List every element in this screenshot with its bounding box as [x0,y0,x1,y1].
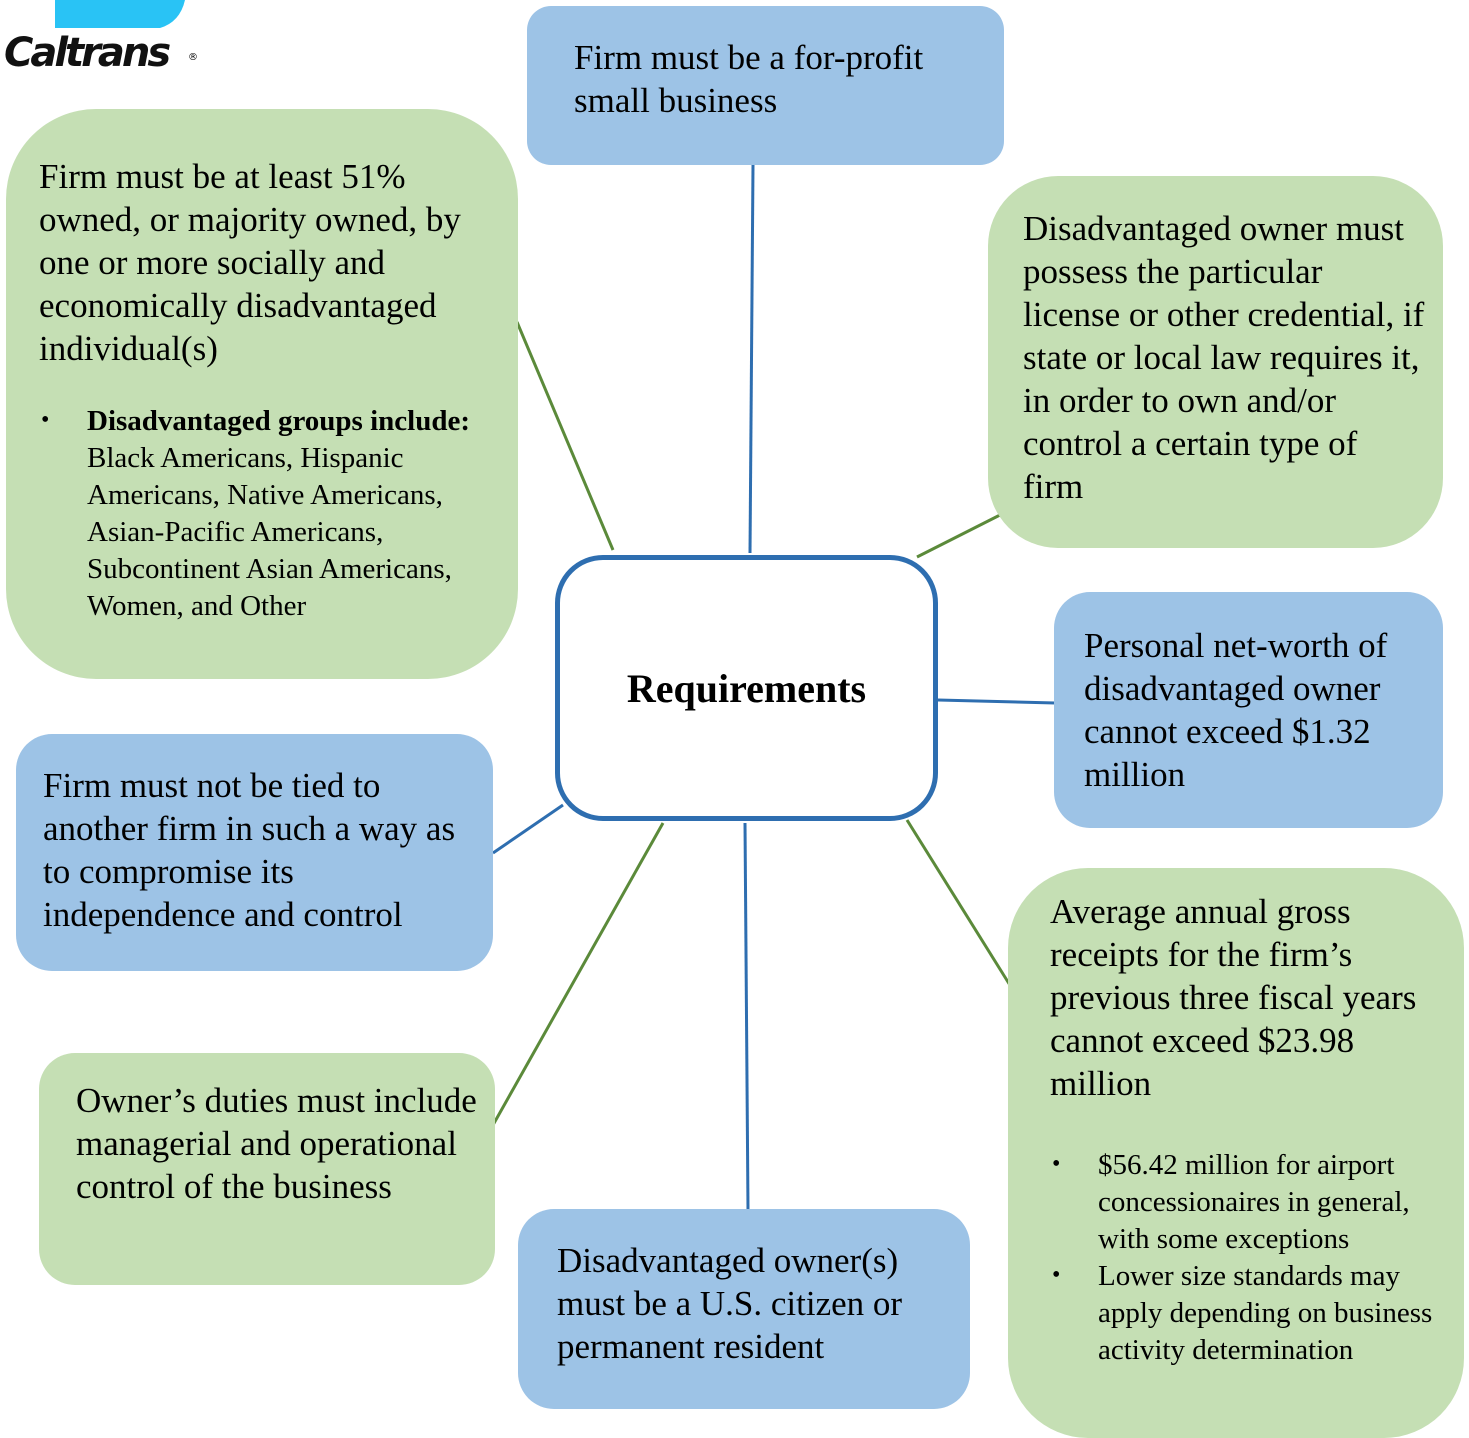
node-ownership: Firm must be at least 51% owned, or majo… [6,109,518,679]
logo-registered-mark: ® [188,52,198,63]
receipts-bullet-1: $56.42 million for airport concessionair… [1098,1149,1410,1255]
caltrans-logo: Caltrans ® [0,0,210,90]
node-duties: Owner’s duties must include managerial a… [39,1053,495,1285]
node-independence: Firm must not be tied to another firm in… [16,734,493,971]
node-net-worth-text: Personal net-worth of disadvantaged owne… [1084,626,1388,794]
node-license: Disadvantaged owner must possess the par… [988,176,1443,548]
ownership-bullet-list: Disadvantaged groups include: Black Amer… [39,402,498,625]
node-citizen-text: Disadvantaged owner(s) must be a U.S. ci… [557,1241,903,1366]
connector-net-worth [937,698,1056,705]
list-item: $56.42 million for airport concessionair… [1052,1146,1452,1258]
list-item: Lower size standards may apply depending… [1052,1257,1452,1369]
connector-duties [491,822,665,1126]
node-receipts: Average annual gross receipts for the fi… [1008,868,1464,1438]
node-independence-text: Firm must not be tied to another firm in… [43,766,456,934]
connector-independence [492,803,564,855]
list-item: Disadvantaged groups include: Black Amer… [41,402,498,625]
node-citizen: Disadvantaged owner(s) must be a U.S. ci… [518,1209,970,1409]
logo-swoosh-icon [55,0,185,28]
node-for-profit: Firm must be a for-profit small business [527,6,1004,165]
receipts-bullet-list: $56.42 million for airport concessionair… [1050,1146,1452,1369]
node-duties-text: Owner’s duties must include managerial a… [76,1081,477,1206]
connector-citizen [743,822,750,1211]
logo-text: Caltrans [4,30,171,76]
connector-ownership [515,321,615,551]
connector-license [916,513,1001,559]
center-label: Requirements [626,665,867,711]
connector-receipts [905,819,1015,991]
ownership-bullet-bold: Disadvantaged groups include: [87,405,470,437]
node-net-worth: Personal net-worth of disadvantaged owne… [1054,592,1443,828]
center-node: Requirements [555,555,938,821]
node-ownership-text: Firm must be at least 51% owned, or majo… [39,157,461,368]
node-license-text: Disadvantaged owner must possess the par… [1023,209,1425,506]
receipts-bullet-2: Lower size standards may apply depending… [1098,1260,1433,1366]
ownership-bullet-rest: Black Americans, Hispanic Americans, Nat… [87,442,452,622]
connector-for-profit [748,164,755,554]
node-for-profit-text: Firm must be a for-profit small business [574,38,924,120]
node-receipts-text: Average annual gross receipts for the fi… [1050,892,1417,1103]
